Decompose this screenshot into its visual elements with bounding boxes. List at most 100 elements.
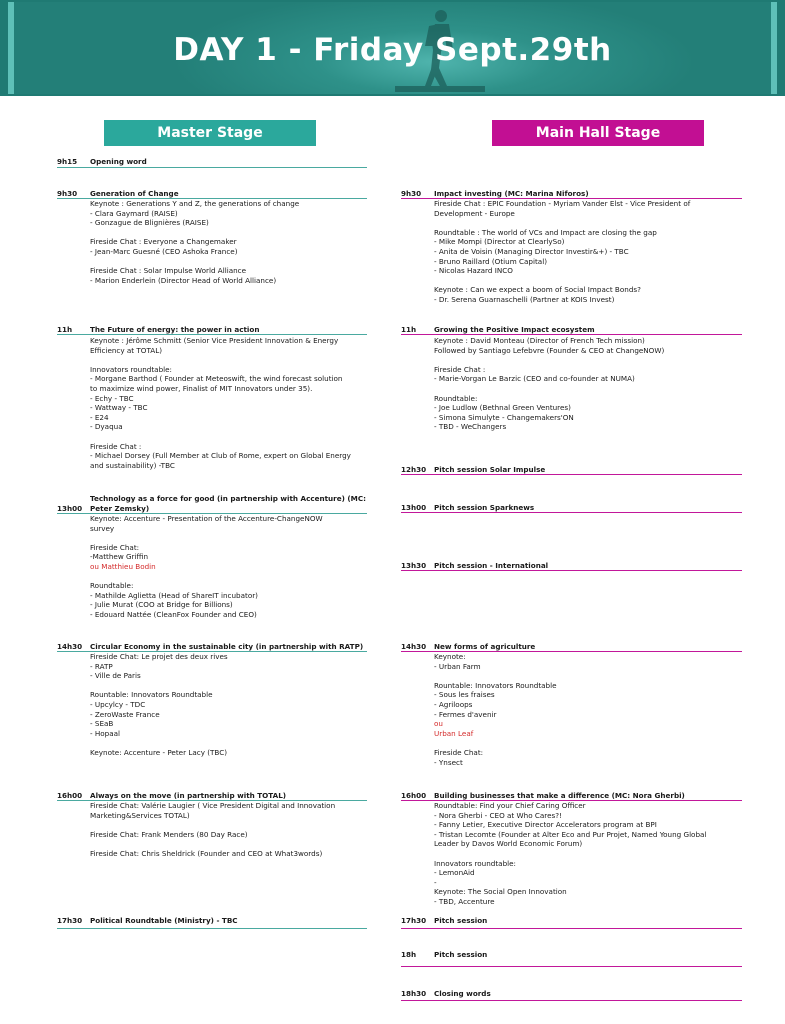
day-banner: DAY 1 - Friday Sept.29th — [0, 0, 785, 96]
detail-line: - Urban Farm — [434, 661, 481, 671]
detail-line: Fireside Chat: Valérie Laugier ( Vice Pr… — [90, 801, 336, 810]
detail-line: Roundtable : The world of VCs and Impact… — [434, 227, 657, 237]
session-time: 17h30 — [401, 916, 427, 925]
detail-line — [90, 681, 228, 691]
detail-line: Efficiency at TOTAL) — [90, 345, 163, 355]
detail-line: Followed by Santiago Lefebvre (Founder &… — [434, 345, 665, 355]
detail-line: - Upcylcy - TDC — [90, 699, 146, 709]
session-details: Keynote : Generations Y and Z, the gener… — [90, 199, 299, 285]
session-divider — [401, 512, 742, 513]
detail-line: - Nicolas Hazard INCO — [434, 266, 513, 276]
detail-line: - Nora Gherbi - CEO at Who Cares?! — [434, 810, 562, 820]
detail-line — [90, 533, 323, 543]
session-title: Pitch session Sparknews — [434, 503, 535, 512]
detail-line: survey — [90, 523, 115, 533]
session-title: Generation of Change — [90, 189, 179, 198]
detail-line: - Julie Murat (COO at Bridge for Billion… — [90, 600, 233, 610]
session-time: 13h00 — [401, 503, 427, 512]
session-time: 14h30 — [401, 642, 427, 651]
detail-line — [90, 839, 335, 849]
session-details: Keynote: - Urban Farm Rountable: Innovat… — [434, 652, 557, 767]
detail-line: Leader by Davos World Economic Forum) — [434, 839, 583, 849]
detail-line — [434, 355, 664, 365]
detail-line — [434, 671, 557, 681]
detail-line: - Marie-Vorgan Le Barzic (CEO and co-fou… — [434, 374, 635, 384]
detail-line: - ZeroWaste France — [90, 709, 160, 719]
detail-line: - Sous les fraises — [434, 690, 495, 700]
session-time: 9h15 — [57, 157, 78, 166]
session-divider — [57, 651, 367, 652]
detail-line: Fireside Chat : — [90, 441, 142, 451]
session-time: 13h30 — [401, 561, 427, 570]
session-details: Roundtable: Find your Chief Caring Offic… — [434, 801, 706, 907]
detail-line: Fireside Chat: Le projet des deux rives — [90, 652, 228, 661]
session-title: Always on the move (in partnership with … — [90, 791, 287, 800]
detail-line: - — [434, 877, 437, 887]
detail-line — [434, 218, 690, 228]
session-title: New forms of agriculture — [434, 642, 536, 651]
session-title: Opening word — [90, 157, 147, 166]
detail-line — [90, 820, 335, 830]
detail-line: Keynote : Can we expect a boom of Social… — [434, 285, 641, 295]
session-divider — [401, 334, 742, 335]
detail-line-alternate: ou Matthieu Bodin — [90, 561, 156, 571]
detail-line: Keynote: Accenture - Presentation of the… — [90, 514, 323, 523]
session-title: Technology as a force for good (in partn… — [90, 494, 366, 503]
detail-line: Rountable: Innovators Roundtable — [434, 680, 557, 690]
detail-line: - Ville de Paris — [90, 671, 141, 681]
session-details: Keynote: Accenture - Presentation of the… — [90, 514, 323, 620]
detail-line: - Dr. Serena Guarnaschelli (Partner at K… — [434, 294, 615, 304]
detail-line: Roundtable: Find your Chief Caring Offic… — [434, 801, 586, 810]
session-title: Circular Economy in the sustainable city… — [90, 642, 364, 651]
detail-line: - Tristan Lecomte (Founder at Alter Eco … — [434, 829, 707, 839]
session-divider — [401, 966, 742, 967]
session-divider — [57, 167, 367, 168]
detail-line: Fireside Chat : EPIC Foundation - Myriam… — [434, 199, 691, 208]
detail-line: - TBD, Accenture — [434, 896, 495, 906]
detail-line — [434, 276, 690, 286]
detail-line: - Gonzague de Blignières (RAISE) — [90, 218, 209, 228]
detail-line: and sustainability) -TBC — [90, 460, 175, 470]
session-time: 9h30 — [401, 189, 422, 198]
detail-line: Roundtable: — [90, 581, 134, 591]
detail-line — [90, 432, 351, 442]
session-time: 9h30 — [57, 189, 78, 198]
hiker-silhouette-icon — [395, 10, 485, 92]
master-stage-header: Master Stage — [104, 120, 316, 146]
detail-line: - Mathilde Aglietta (Head of ShareIT inc… — [90, 590, 258, 600]
page-title: DAY 1 - Friday Sept.29th — [173, 32, 612, 68]
detail-line: Fireside Chat : — [434, 364, 486, 374]
session-title: Growing the Positive Impact ecosystem — [434, 325, 595, 334]
session-details: Fireside Chat : EPIC Foundation - Myriam… — [434, 199, 690, 305]
detail-line-alternate: Urban Leaf — [434, 728, 474, 738]
session-time: 12h30 — [401, 465, 427, 474]
detail-line: Fireside Chat: Frank Menders (80 Day Rac… — [90, 829, 248, 839]
detail-line — [434, 849, 706, 859]
detail-line: Fireside Chat: — [434, 747, 484, 757]
detail-line — [434, 738, 557, 748]
detail-line: - LemonAid — [434, 868, 475, 878]
detail-line: Keynote: Accenture - Peter Lacy (TBC) — [90, 747, 228, 757]
detail-line: - Agriloops — [434, 699, 473, 709]
session-title-continued: Peter Zemsky) — [90, 504, 150, 513]
detail-line: Innovators roundtable: — [434, 858, 516, 868]
detail-line — [90, 355, 351, 365]
session-divider — [401, 474, 742, 475]
session-divider — [57, 513, 367, 514]
detail-line: - Ynsect — [434, 757, 463, 767]
detail-line: - Fermes d'avenir — [434, 709, 497, 719]
session-time: 16h00 — [401, 791, 427, 800]
session-divider — [401, 928, 742, 929]
session-title: Pitch session — [434, 916, 488, 925]
detail-line: - E24 — [90, 412, 109, 422]
detail-line — [90, 738, 228, 748]
detail-line: Roundtable: — [434, 393, 478, 403]
detail-line: - Bruno Raillard (Otium Capital) — [434, 256, 547, 266]
session-divider — [401, 570, 742, 571]
detail-line: - Joe Ludlow (Bethnal Green Ventures) — [434, 403, 571, 413]
session-details: Fireside Chat: Valérie Laugier ( Vice Pr… — [90, 801, 335, 859]
detail-line: Keynote : Generations Y and Z, the gener… — [90, 199, 300, 208]
detail-line: Keynote: — [434, 652, 466, 661]
detail-line — [90, 257, 299, 267]
detail-line: Innovators roundtable: — [90, 364, 172, 374]
